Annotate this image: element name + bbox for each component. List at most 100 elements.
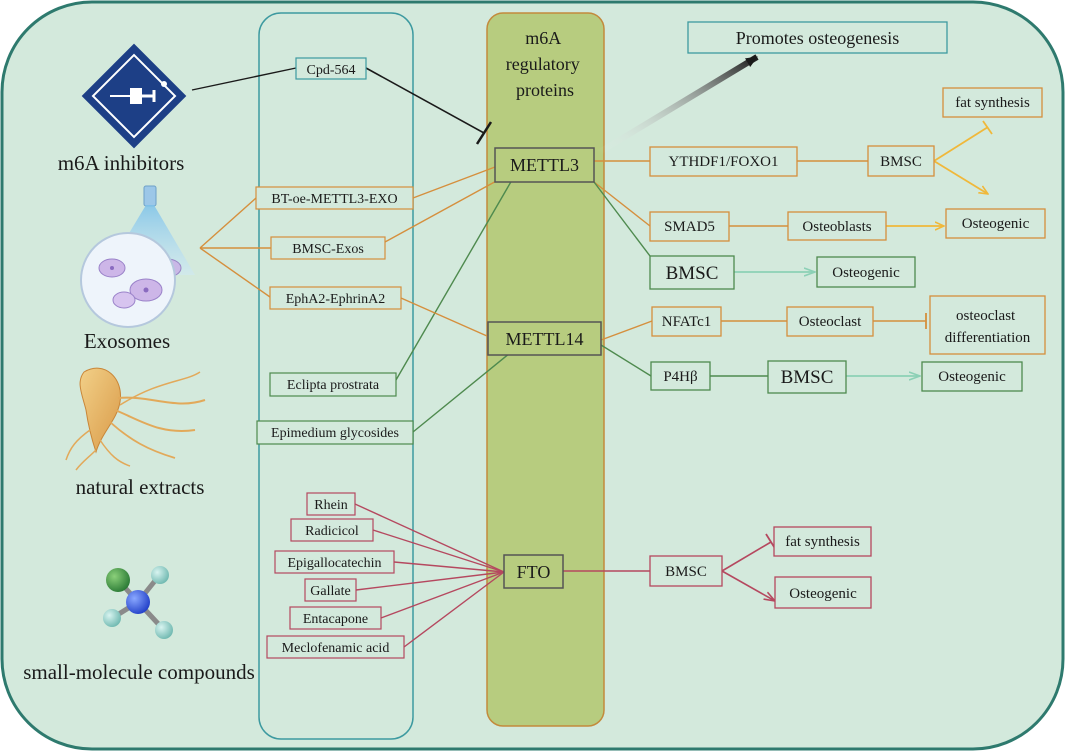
bt-box [255, 186, 414, 210]
bmsc4-box [649, 555, 723, 587]
smad5-label: SMAD5 [664, 219, 715, 235]
category-natural: natural extracts [76, 475, 205, 499]
connector-bmsc4-osteogenic [721, 570, 775, 601]
mettl14-box [487, 321, 602, 356]
osteogenic3-box [921, 361, 1023, 392]
molecule-icon-atom-left [103, 609, 121, 627]
epimedium-box [256, 420, 414, 445]
osteogenic2-label: Osteogenic [832, 265, 900, 281]
oc-diff-line-1: osteoclast [956, 308, 1016, 324]
osteogenic4-box [774, 576, 872, 609]
epha-label: EphA2-EphrinA2 [286, 292, 386, 307]
connector-eclipta-mettl3 [395, 179, 513, 381]
column-title-line-1: m6A [525, 28, 561, 48]
syringe-icon [81, 43, 187, 149]
molecule-icon-atom-bottom-right [155, 621, 173, 639]
molecule-icon-atom-green [106, 568, 130, 592]
epigallocatechin-box [274, 550, 395, 574]
eclipta-box [269, 372, 397, 397]
category-inhibitors: m6A inhibitors [58, 151, 185, 175]
epimedium-label: Epimedium glycosides [271, 426, 399, 441]
connector-bmsc4-fat-inhibit [721, 541, 772, 572]
ginseng-icon-rootlet-5 [99, 439, 131, 467]
promotes-box [687, 21, 948, 54]
ginseng-icon-rootlet-4 [75, 449, 97, 471]
osteoblasts-box [787, 211, 887, 241]
syringe-icon-barrel [130, 88, 142, 104]
osteoclast-label: Osteoclast [799, 314, 862, 330]
bt-label: BT-oe-METTL3-EXO [271, 192, 397, 207]
syringe-icon-drop [161, 81, 167, 87]
connector-exosome-epha [199, 247, 271, 298]
cpd-label: Cpd-564 [307, 63, 356, 78]
rhein-label: Rhein [314, 498, 347, 513]
exosome-icon-vesicle-3 [112, 291, 136, 309]
eclipta-label: Eclipta prostrata [287, 378, 380, 393]
output-boxes: Promotes osteogenesis YTHDF1/FOXO1 BMSC … [649, 21, 1046, 609]
regulator-panel [258, 12, 414, 740]
connector-syringe-cpd [191, 67, 297, 91]
osteogenic3-label: Osteogenic [938, 369, 1006, 385]
molecule-icon-atom-center [126, 590, 150, 614]
bmsc2-box [649, 255, 735, 290]
entacapone-label: Entacapone [303, 612, 368, 627]
rhein-box [306, 492, 356, 516]
entacapone-box [289, 606, 382, 630]
connector-bmsc-fat-inhibit [933, 126, 989, 162]
osteoblasts-label: Osteoblasts [802, 219, 871, 235]
connector-mettl3-bmsc2 [593, 181, 651, 257]
fat1-box [942, 87, 1043, 118]
meclofenamic-label: Meclofenamic acid [282, 641, 390, 656]
connector-entacapone-fto [380, 571, 505, 619]
regulator-boxes: Cpd-564 BT-oe-METTL3-EXO BMSC-Exos EphA2… [255, 57, 414, 659]
epigallocatechin-label: Epigallocatechin [287, 556, 381, 571]
bmsc3-box [767, 360, 847, 394]
connector-mettl3-smad5 [593, 181, 651, 227]
fat2-box [773, 526, 872, 557]
ginseng-icon-rootlet-7 [119, 371, 201, 406]
nfatc1-label: NFATc1 [662, 314, 712, 330]
connector-epha-mettl14 [400, 297, 497, 341]
ginseng-root-icon [65, 367, 206, 471]
connector-bt-mettl3 [412, 166, 496, 199]
ginseng-icon-rootlet-2 [114, 409, 196, 432]
bmsc2-label: BMSC [666, 263, 719, 284]
connector-radicicol-fto [372, 529, 505, 573]
inhibition-bar [475, 121, 493, 145]
category-small-molecules: small-molecule compounds [23, 660, 255, 684]
p4hb-box [650, 361, 711, 391]
oc-diff-label: osteoclast differentiation [945, 308, 1031, 346]
meclofenamic-box [266, 635, 405, 659]
osteogenic2-box [816, 256, 916, 288]
connector-bmscexos-mettl3 [384, 178, 501, 243]
radicicol-box [290, 518, 374, 542]
exosome-icon-dot-2 [143, 287, 149, 293]
mettl14-label: METTL14 [506, 329, 584, 349]
connector-epigallocatechin-fto [393, 561, 505, 573]
protein-fto: FTO [503, 554, 564, 589]
ginseng-icon-rootlet-1 [117, 396, 206, 405]
connector-lines [191, 54, 993, 648]
osteoclast-box [786, 306, 874, 337]
column-title-line-2: regulatory [506, 54, 580, 74]
fto-box [503, 554, 564, 589]
fat1-label: fat synthesis [955, 95, 1030, 111]
mettl3-box [494, 147, 595, 183]
column-title: m6A regulatory proteins [506, 28, 584, 100]
molecule-icon-atom-top-right [151, 566, 169, 584]
ginseng-icon-rootlet-3 [109, 421, 176, 459]
bmsc-exos-box [270, 236, 386, 260]
category-exosomes: Exosomes [84, 329, 170, 353]
fat2-label: fat synthesis [785, 534, 860, 550]
mettl3-label: METTL3 [510, 155, 579, 175]
connector-epimedium-mettl14 [412, 352, 511, 433]
connector-meclofenamic-fto [403, 571, 505, 648]
nfatc1-box [651, 306, 722, 337]
syringe-icon-inner-frame [91, 53, 177, 139]
connector-bmsc-promote [933, 160, 988, 194]
exosome-icon-lens [80, 232, 176, 328]
ythdf1-label: YTHDF1/FOXO1 [668, 154, 778, 170]
p4hb-label: P4Hβ [663, 369, 697, 385]
arrow-promotes-osteogenesis [596, 54, 759, 156]
